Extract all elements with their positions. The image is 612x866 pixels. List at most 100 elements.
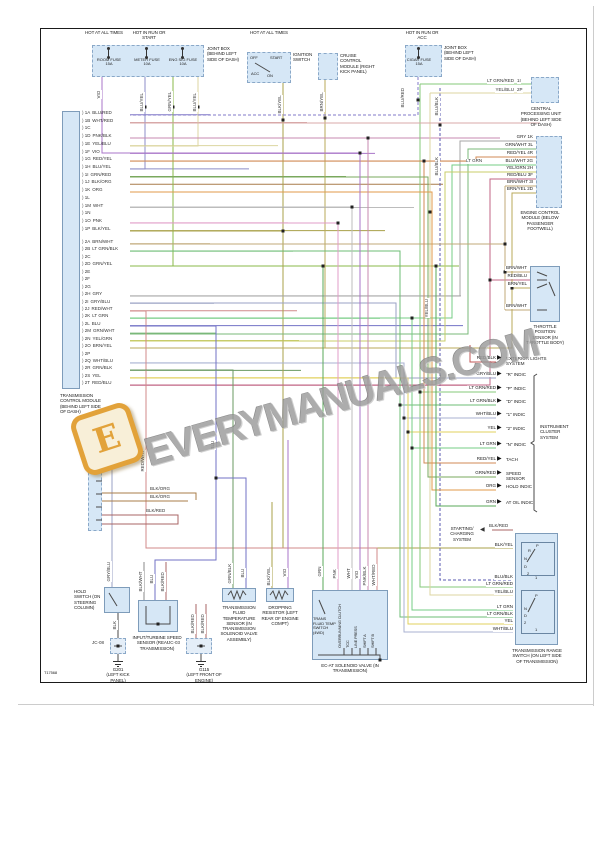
- wire-color: BRN/WHT: [506, 303, 527, 308]
- wire-color: LT GRN/BLK: [92, 246, 119, 252]
- wire-color: YEL/BLU: [92, 140, 111, 146]
- pin-id: 2N: [84, 335, 91, 341]
- ignition-pos-start: START: [270, 55, 283, 60]
- wire-color: RED/YEL: [506, 150, 526, 155]
- speed-sensor-label: INPUT/TURBINE SPEED SENSOR (REAR OF TRAN…: [132, 635, 182, 651]
- cluster-dest: "D" INDIC: [506, 399, 526, 404]
- fuse-icon: [180, 47, 185, 59]
- wire-label: BLK/WHT: [138, 570, 144, 592]
- wire-label: LT GRN: [466, 158, 483, 164]
- pin-id: 1O: [84, 218, 91, 224]
- wire-color: BRN/WHT: [92, 239, 114, 244]
- wire-label: BLK: [112, 620, 118, 630]
- cluster-row: LT GRN/BLK▶"D" INDIC: [400, 398, 540, 411]
- power-header-1: HOT AT ALL TIMES: [85, 30, 123, 35]
- pin-id: 2E: [84, 268, 91, 274]
- cigar-fuse: CIGAR FUSE 15A: [406, 47, 432, 67]
- pin-id: 1I: [84, 171, 89, 177]
- ground-loc: (LEFT FRONT OF ENGINE): [186, 672, 222, 683]
- wire-color: YEL: [487, 425, 496, 431]
- wire-label: BLK/RED: [160, 571, 166, 592]
- pin-id: 4R: [527, 150, 533, 155]
- ground-id: G201: [112, 667, 124, 672]
- pin-id: 1A: [84, 110, 91, 115]
- ignition-pos-off: OFF: [250, 55, 258, 60]
- ecm-label: ENGINE CONTROL MODULE (BELOW PASSENGER F…: [520, 210, 560, 231]
- meter-fuse: METER FUSE 10A: [132, 47, 162, 67]
- doc-id: T17568: [44, 670, 57, 675]
- wire-color: BLK/YEL: [494, 542, 513, 548]
- fuse-name: ENG SIG FUSE: [168, 57, 198, 62]
- ecm-pin-row: GRN/WHT 3L: [504, 142, 534, 148]
- pin-id: 1B: [84, 117, 91, 123]
- cpu-box: [531, 77, 559, 103]
- exterior-lights-row: RED/BLK ▶ EXTERIOR LIGHTS SYSTEM: [400, 355, 586, 368]
- ecm-box: [536, 136, 562, 208]
- arrow-right-icon: ▶: [497, 371, 502, 377]
- pin-id: 3I: [529, 179, 533, 184]
- pin-id: 1C: [84, 125, 91, 131]
- ecm-pin-row: YEL/GRN 2H: [505, 165, 534, 171]
- wire-label: BLU/YEL: [192, 92, 198, 112]
- cluster-dest: TACH: [506, 457, 518, 462]
- pin-id: 1K: [527, 134, 533, 139]
- cluster-row: GRN▶AT OIL INDIC: [400, 499, 540, 512]
- pin-id: 2R: [84, 365, 91, 371]
- pin-id: 3L: [527, 142, 533, 147]
- pin-id: 1L: [84, 194, 90, 200]
- fuse-name: ROOM FUSE: [96, 57, 122, 62]
- eng-sig-fuse: ENG SIG FUSE 10A: [168, 47, 198, 67]
- range-pos: 1: [535, 627, 538, 632]
- wire-color: GRN/YEL: [92, 261, 113, 267]
- pin-id: 1E: [84, 140, 91, 146]
- tcm-connector: [62, 111, 80, 389]
- wire-color: BLK/RED: [489, 523, 509, 529]
- wire-color: GRY/BLU: [476, 371, 496, 377]
- power-header-2: HOT IN RUN OR START: [132, 30, 166, 41]
- tps-label: THROTTLE POSITION SENSOR (IN THROTTLE BO…: [526, 324, 564, 345]
- arrow-right-icon: ▶: [497, 470, 502, 476]
- cruise-control-label: CRUISE CONTROL MODULE (RIGHT KICK PANEL): [340, 53, 375, 74]
- cluster-row: RED/YEL▶TACH: [400, 456, 540, 469]
- pin-id: 2H: [84, 291, 91, 297]
- ground-icon: [113, 661, 123, 667]
- wire-label: BLK/YEL: [277, 94, 283, 114]
- ground-id: G115: [198, 667, 210, 672]
- wire-color: LT GRN: [479, 441, 496, 447]
- wire-color: LT GRN/RED: [469, 385, 496, 391]
- wire-label: BLK/RED: [200, 613, 206, 634]
- range-switch-section-2: [521, 590, 555, 634]
- fuse-rating: 15A: [415, 61, 423, 67]
- wire-color: YEL: [504, 618, 513, 624]
- cluster-row: LT GRN▶"N" INDIC: [400, 441, 540, 454]
- wire-color: BLK/YEL: [92, 225, 111, 231]
- hold-switch-label: HOLD SWITCH (ON STEERING COLUMN): [74, 589, 101, 610]
- cluster-dest: SPEED SENSOR: [506, 471, 526, 482]
- arrow-right-icon: ▶: [497, 483, 502, 489]
- wire-color: WHT/RED: [92, 117, 114, 123]
- arrow-right-icon: ▶: [497, 425, 502, 431]
- jc03-label: JC-03: [168, 640, 181, 646]
- power-header-4: HOT IN RUN OR ACC: [405, 30, 439, 41]
- wire-color: WHT: [93, 202, 104, 208]
- wire-label: BLK/RED: [190, 613, 196, 634]
- fuse-rating: 10A: [143, 61, 151, 67]
- pin-id: 2L: [84, 320, 90, 326]
- wire-label: WHT: [346, 567, 352, 579]
- wire-label: GRN/YEL: [167, 91, 173, 112]
- range-pos: 2: [527, 571, 530, 576]
- range-switch-section-1: [521, 542, 555, 576]
- wire-color: GRY: [92, 291, 103, 297]
- wire-label: BLK/YEL: [266, 566, 272, 586]
- wire-color: BRN/YEL: [506, 186, 526, 191]
